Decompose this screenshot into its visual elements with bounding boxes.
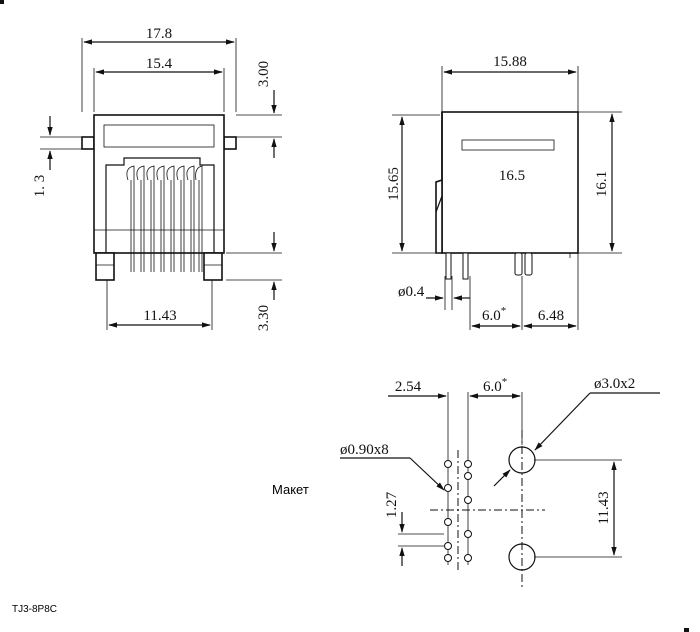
dim-mount-holes: ø3.0x2 (594, 376, 635, 392)
mount-hole-top (508, 446, 536, 474)
side-body (441, 111, 579, 254)
dim-pin-holes: ø0.90x8 (340, 442, 389, 458)
dim-top-offset: 3.00 (256, 61, 272, 87)
dim-pin-span: 11.43 (143, 308, 176, 324)
part-number: TJ3-8P8C (12, 604, 57, 615)
dim-pin-length: 3.30 (256, 305, 272, 331)
pcb-layout: 2.54 6.0* ø3.0x2 ø0.90x8 1.27 11.43 (340, 376, 660, 590)
side-view: 15.88 16.5 15.65 16.1 ø0.4 6.0* 6.48 (386, 54, 622, 330)
corner-mark-bottom-right (684, 628, 689, 632)
dim-left-height: 15.65 (386, 167, 402, 201)
dim-row-pitch: 1.27 (384, 491, 400, 518)
dim-body-depth: 16.5 (499, 168, 525, 184)
dim-pin-spacing: 6.0* (482, 305, 506, 324)
dim-rear-offset: 6.48 (538, 308, 564, 324)
dim-width-inner: 15.4 (146, 56, 173, 72)
dim-hole-span: 11.43 (596, 491, 612, 524)
contacts (126, 165, 203, 272)
dim-row-spacing: 6.0* (483, 376, 507, 395)
layout-label: Макет (272, 482, 309, 497)
mount-hole-bottom (508, 543, 536, 571)
front-body (93, 114, 225, 254)
dim-post-diameter: ø0.4 (398, 284, 425, 300)
dim-top-width: 15.88 (493, 54, 527, 70)
dim-right-height: 16.1 (594, 171, 610, 197)
dim-width-outer: 17.8 (146, 26, 172, 42)
dim-pitch: 2.54 (395, 379, 422, 395)
dim-tab-height: 1. 3 (32, 175, 48, 198)
pin-holes (444, 460, 472, 562)
front-view: 17.8 15.4 11.43 3.00 1. 3 3.30 (32, 26, 282, 331)
corner-mark-top-left (0, 0, 4, 4)
